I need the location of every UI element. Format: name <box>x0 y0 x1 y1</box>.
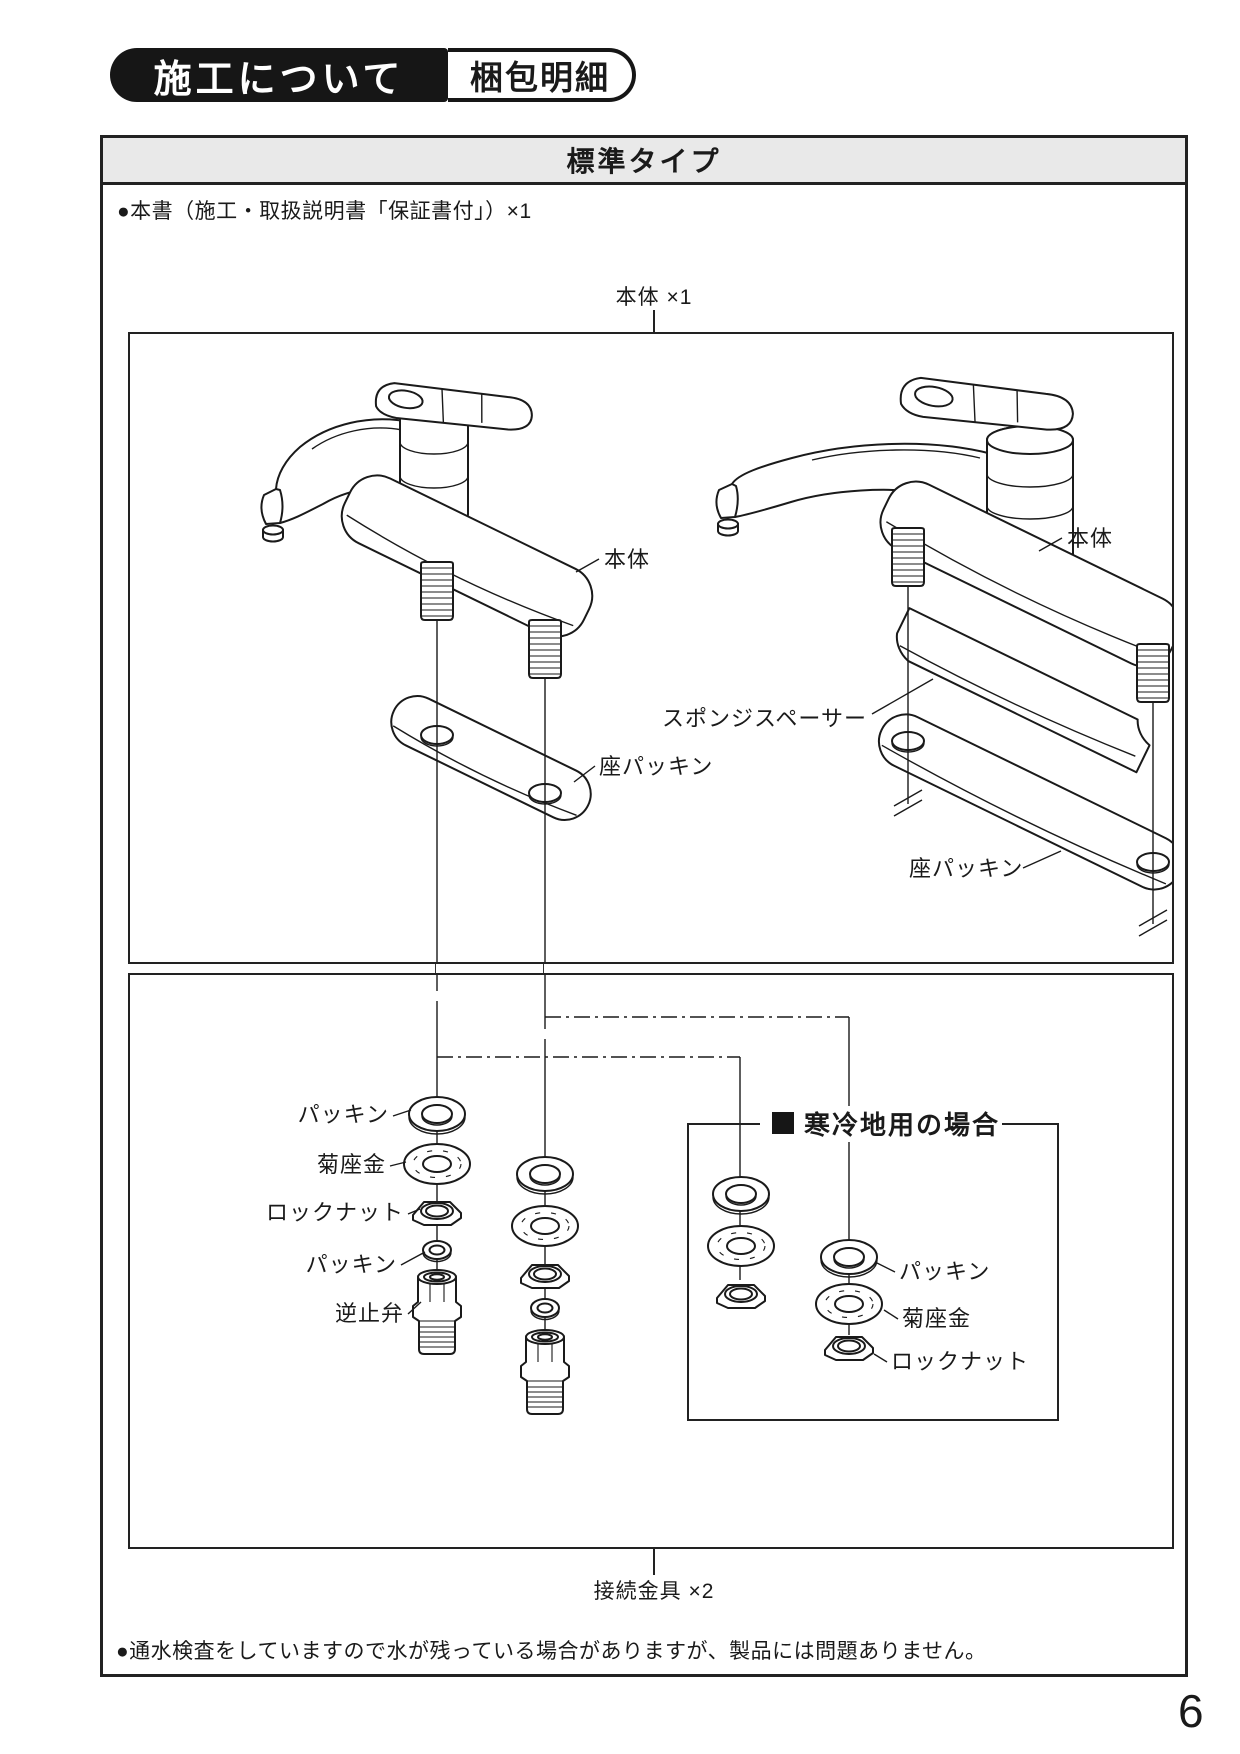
right-seat-packing-label: 座パッキン <box>909 856 1023 881</box>
right-body-label: 本体 <box>1067 526 1113 551</box>
fittings-diagram-box: 寒冷地用の場合 <box>128 973 1174 1549</box>
panel-title: 標準タイプ <box>566 146 722 177</box>
packing-label: パッキン <box>298 1102 389 1127</box>
cold-region-title: 寒冷地用の場合 <box>804 1110 1000 1140</box>
black-square-icon <box>772 1112 794 1134</box>
right-faucet-lever <box>899 376 1074 431</box>
body-count-label: 本体 ×1 <box>615 286 693 309</box>
cold-region-stack-left <box>707 1176 775 1309</box>
break-mark <box>893 789 923 817</box>
fittings-count-label: 接続金具 ×2 <box>593 1580 715 1603</box>
stud-line-gap-right <box>543 964 544 973</box>
left-seat-packing-label: 座パッキン <box>599 754 713 779</box>
included-manual-note: ●本書（施工・取扱説明書「保証書付」）×1 <box>117 200 532 223</box>
water-test-note: ●通水検査をしていますので水が残っている場合がありますが、製品には問題ありません… <box>116 1640 987 1663</box>
left-seat-packing-plate <box>390 695 592 821</box>
body-diagram: 本体 座パッキン 本体 スポンジスペーサー 座パッキン <box>260 376 1172 962</box>
locknut-label: ロックナット <box>266 1200 404 1225</box>
left-body-label: 本体 <box>604 547 650 572</box>
subsection-badge: 梱包明細 <box>448 48 636 102</box>
fittings-labels: パッキン 菊座金 ロックナット パッキン 逆止弁 パッキン 菊座金 ロックナット <box>266 1102 1029 1374</box>
left-faucet-illustration <box>260 382 594 962</box>
cold-locknut-label: ロックナット <box>891 1349 1029 1374</box>
packing2-label: パッキン <box>306 1252 397 1277</box>
washer-label: 菊座金 <box>317 1152 386 1177</box>
panel-title-band: 標準タイプ <box>103 138 1185 185</box>
cold-region-header: 寒冷地用の場合 <box>760 1106 1000 1142</box>
left-faucet-lever <box>374 382 533 431</box>
cold-washer-label: 菊座金 <box>902 1306 971 1331</box>
body-diagram-box: 本体 座パッキン 本体 スポンジスペーサー 座パッキン <box>128 332 1174 964</box>
section-badge: 施工について <box>110 48 448 102</box>
right-faucet-illustration <box>715 376 1172 937</box>
cold-region-stack-right <box>815 1239 883 1361</box>
cold-packing-label: パッキン <box>899 1259 990 1284</box>
check-valve-label: 逆止弁 <box>335 1301 404 1326</box>
section-badge-label: 施工について <box>153 58 405 101</box>
fittings-connector-lines <box>436 975 850 1345</box>
fittings-count-connector-line <box>653 1547 655 1575</box>
subsection-badge-label: 梱包明細 <box>470 59 610 96</box>
standard-type-panel: 標準タイプ ●本書（施工・取扱説明書「保証書付」）×1 本体 ×1 <box>100 135 1188 1677</box>
sponge-spacer-label: スポンジスペーサー <box>662 706 867 731</box>
page-number: 6 <box>1178 1685 1204 1737</box>
cold-region-box <box>687 1123 1059 1421</box>
stud-line-gap-left <box>435 964 436 973</box>
body-count-connector-line <box>653 310 655 332</box>
sponge-spacer-part <box>895 607 1151 774</box>
break-mark <box>1138 909 1168 937</box>
fittings-diagram: 寒冷地用の場合 <box>266 975 1059 1421</box>
body-diagram-labels: 本体 座パッキン 本体 スポンジスペーサー 座パッキン <box>573 526 1113 881</box>
right-seat-packing-plate <box>877 713 1172 891</box>
